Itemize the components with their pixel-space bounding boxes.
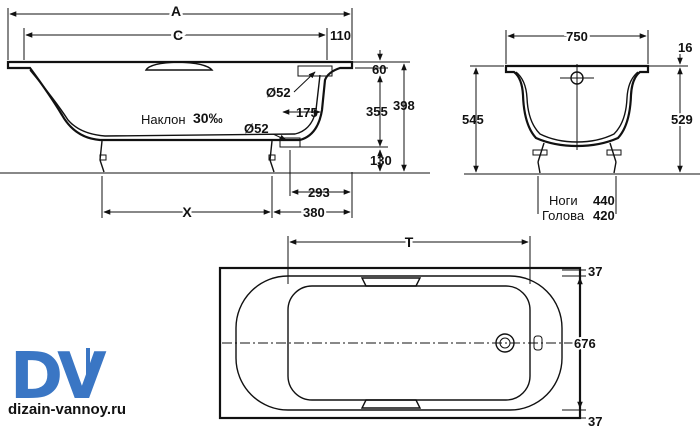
head-value: 420 [593, 208, 615, 223]
plan-drain-icon [495, 333, 543, 353]
logo-site-url: dizain-vannoy.ru [8, 401, 126, 418]
plan-handle-top [360, 277, 422, 287]
legs-value: 440 [593, 193, 615, 208]
dim-750-label: 750 [566, 29, 588, 44]
legs-label: Ноги [549, 193, 578, 208]
side-handle [144, 61, 214, 71]
dim-676-label: 676 [574, 336, 596, 351]
overflow-fitting [297, 65, 333, 77]
dim-37-top-label: 37 [588, 264, 602, 279]
dim-C-label: C [173, 27, 183, 43]
side-view: A C 110 60 398 355 130 Ø52 175 Ø52 [0, 1, 430, 223]
dim-380-label: 380 [303, 205, 325, 220]
dim-37-bottom-label: 37 [588, 414, 602, 429]
dim-52-top-label: Ø52 [266, 85, 291, 100]
dim-X-label: X [182, 204, 192, 220]
dim-545-label: 545 [462, 112, 484, 127]
end-legs [532, 142, 622, 174]
slope-value: 30‰ [193, 110, 223, 126]
dim-355-label: 355 [366, 104, 388, 119]
plan-handle-bottom [360, 399, 422, 409]
dim-110-label: 110 [330, 28, 351, 43]
plan-view: T 37 676 37 [218, 232, 602, 429]
dim-16-label: 16 [678, 40, 692, 55]
site-logo: DV dizain-vannoy.ru [8, 340, 126, 418]
dim-130-label: 130 [370, 153, 392, 168]
logo-letters: DV [10, 340, 107, 414]
head-label: Голова [542, 208, 585, 223]
tub-side-outline [6, 60, 354, 142]
dim-T-label: T [405, 234, 414, 250]
drain-fitting [279, 137, 301, 148]
dim-175-label: 175 [296, 105, 318, 120]
end-view: 750 16 545 529 Ноги 440 Голова 420 [462, 27, 700, 223]
dim-60-label: 60 [372, 62, 386, 77]
legs [99, 140, 276, 173]
tub-side-inner [29, 69, 321, 137]
plan-outer-rim [218, 266, 582, 420]
dim-52-bottom-label: Ø52 [244, 121, 269, 136]
dim-529-label: 529 [671, 112, 693, 127]
dim-A-label: A [171, 3, 181, 19]
dim-293-label: 293 [308, 185, 330, 200]
slope-label: Наклон [141, 112, 186, 127]
dim-398-label-h: 398 [393, 98, 415, 113]
